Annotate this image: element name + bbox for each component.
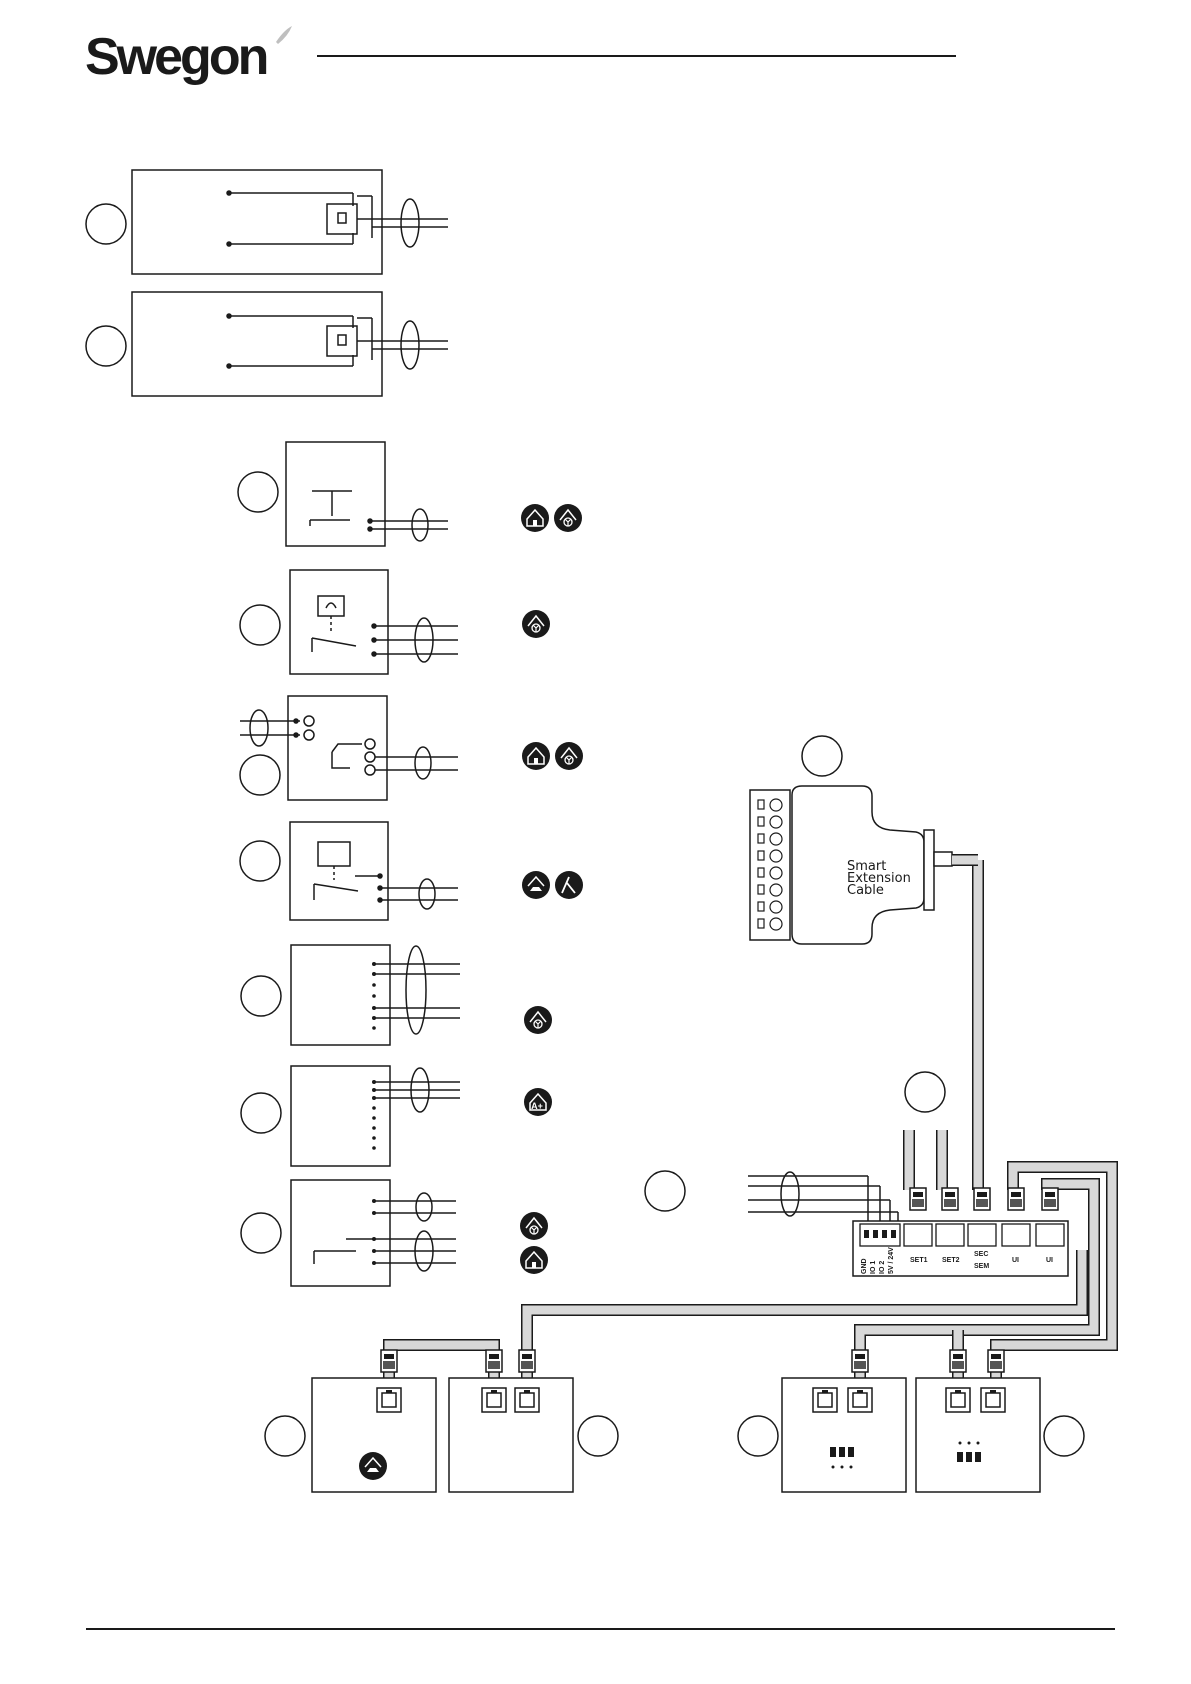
callout-circle xyxy=(265,1416,305,1456)
terminal-device-b xyxy=(241,1066,460,1166)
callout-circle xyxy=(240,755,280,795)
brand-logo: Swegon xyxy=(85,26,292,86)
panel-3 xyxy=(738,1350,906,1492)
row1-icons xyxy=(521,504,582,532)
callout-circle xyxy=(802,736,842,776)
fan-icon xyxy=(554,504,582,532)
house-icon xyxy=(520,1246,548,1274)
callout-circle xyxy=(241,976,281,1016)
callout-circle xyxy=(905,1072,945,1112)
cooker-hood-icon xyxy=(359,1452,387,1480)
controller-board: GND IO 1 IO 2 5V / 24V SET1 SET2 SEC SEM… xyxy=(645,1072,1068,1276)
port-label-ui-2: UI xyxy=(1046,1257,1053,1264)
leaf-icon xyxy=(276,26,292,44)
port-label-sem: SEM xyxy=(974,1263,989,1270)
callout-circle xyxy=(240,605,280,645)
row2-icons xyxy=(522,610,550,638)
relay-module-device xyxy=(240,696,458,800)
terminal-label-io1: IO 1 xyxy=(870,1261,877,1274)
terminal-block xyxy=(750,790,790,940)
callout-circle xyxy=(1044,1416,1084,1456)
callout-circle xyxy=(241,1093,281,1133)
callout-circle xyxy=(645,1171,685,1211)
a-plus-icon xyxy=(524,1088,552,1116)
panel-2 xyxy=(449,1350,618,1492)
row7-icons xyxy=(520,1212,548,1274)
callout-circle xyxy=(86,204,126,244)
port-label-set1: SET1 xyxy=(910,1257,928,1264)
terminal-label-io2: IO 2 xyxy=(879,1261,886,1274)
panel-1 xyxy=(265,1350,436,1492)
cable-label-line-3: Cable xyxy=(847,883,884,898)
fan-icon xyxy=(522,610,550,638)
house-icon xyxy=(522,742,550,770)
port-label-sec: SEC xyxy=(974,1251,988,1258)
row3-icons xyxy=(522,742,583,770)
fan-icon xyxy=(520,1212,548,1240)
port-label-set2: SET2 xyxy=(942,1257,960,1264)
callout-circle xyxy=(578,1416,618,1456)
row6-icons xyxy=(524,1088,552,1116)
callout-circle xyxy=(238,472,278,512)
callout-circle xyxy=(86,326,126,366)
brand-name: Swegon xyxy=(85,28,267,86)
row4-icons xyxy=(522,871,583,899)
row5-icons xyxy=(524,1006,552,1034)
callout-circle xyxy=(241,1213,281,1253)
port-label-ui-1: UI xyxy=(1012,1257,1019,1264)
relay-box-b xyxy=(86,292,448,396)
humidity-switch-device xyxy=(240,570,458,674)
smart-extension-cable: Smart Extension Cable xyxy=(750,736,952,944)
callout-circle xyxy=(240,841,280,881)
relay-box-a xyxy=(86,170,448,274)
combined-device xyxy=(241,1180,456,1286)
terminal-device-a xyxy=(241,945,460,1045)
terminal-label-supply: 5V / 24V xyxy=(888,1247,895,1274)
callout-circle xyxy=(738,1416,778,1456)
fireplace-icon xyxy=(555,871,583,899)
push-button-device xyxy=(238,442,448,546)
terminal-label-gnd: GND xyxy=(861,1258,868,1274)
panel-4 xyxy=(916,1350,1084,1492)
house-icon xyxy=(521,504,549,532)
cooker-hood-icon xyxy=(522,871,550,899)
fan-icon xyxy=(524,1006,552,1034)
fan-icon xyxy=(555,742,583,770)
pressure-switch-device xyxy=(240,822,458,920)
